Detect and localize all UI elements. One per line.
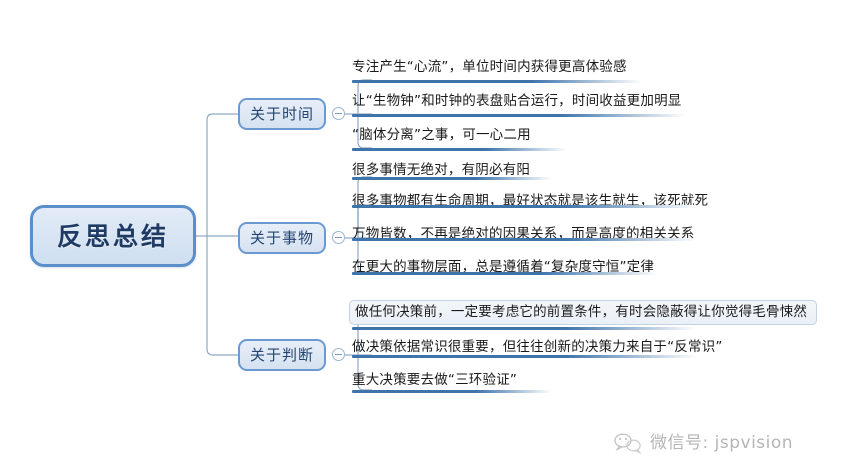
watermark-label: 微信号: jspvision xyxy=(650,432,794,453)
leaf-item-label: 重大决策要去做“三环验证” xyxy=(352,372,518,389)
leaf-underline-0-1 xyxy=(352,114,687,117)
branch-node-guanyu-shiwu[interactable]: 关于事物 xyxy=(238,222,326,254)
leaf-item-label: 在更大的事物层面，总是遵循着“复杂度守恒”定律 xyxy=(352,259,655,276)
leaf-item[interactable]: 重大决策要去做“三环验证” xyxy=(352,368,517,394)
leaf-item[interactable]: 在更大的事物层面，总是遵循着“复杂度守恒”定律 xyxy=(352,255,654,281)
leaf-underline-1-0 xyxy=(352,177,552,180)
leaf-item-label: 做决策依据常识很重要，但往往创新的决策力来自于“反常识” xyxy=(352,339,723,356)
leaf-underline-2-2 xyxy=(352,390,552,393)
leaf-item-label: 做任何决策前，一定要考虑它的前置条件，有时会隐蔽得让你觉得毛骨悚然 xyxy=(355,303,808,320)
root-node-label: 反思总结 xyxy=(56,221,169,251)
leaf-item[interactable]: “脑体分离”之事，可一心二用 xyxy=(352,123,531,149)
leaf-underline-0-2 xyxy=(352,148,567,151)
leaf-item-highlighted[interactable]: 做任何决策前，一定要考虑它的前置条件，有时会隐蔽得让你觉得毛骨悚然 xyxy=(349,300,818,325)
minus-circle-icon[interactable] xyxy=(332,107,345,120)
leaf-item-label: 让“生物钟”和时钟的表盘贴合运行，时间收益更加明显 xyxy=(352,93,682,110)
leaf-underline-1-1 xyxy=(352,205,697,208)
branch-node-label: 关于事物 xyxy=(249,228,314,247)
leaf-item[interactable]: 让“生物钟”和时钟的表盘贴合运行，时间收益更加明显 xyxy=(352,89,682,115)
root-node[interactable]: 反思总结 xyxy=(30,205,196,267)
minus-circle-icon[interactable] xyxy=(332,348,345,361)
leaf-item[interactable]: 很多事物都有生命周期，最好状态就是该生就生，该死就死 xyxy=(352,189,708,215)
leaf-underline-0-0 xyxy=(352,80,642,83)
leaf-item[interactable]: 万物皆数，不再是绝对的因果关系，而是高度的相关关系 xyxy=(352,222,695,248)
minus-circle-icon[interactable] xyxy=(332,231,345,244)
branch-node-label: 关于时间 xyxy=(249,104,314,123)
leaf-underline-2-0 xyxy=(352,327,697,330)
leaf-item-label: “脑体分离”之事，可一心二用 xyxy=(352,127,531,144)
leaf-item[interactable]: 很多事情无绝对，有阴必有阳 xyxy=(352,158,530,184)
leaf-item-label: 很多事情无绝对，有阴必有阳 xyxy=(352,162,531,179)
branch-node-label: 关于判断 xyxy=(249,345,314,364)
watermark: 微信号: jspvision xyxy=(612,432,793,454)
leaf-item[interactable]: 做决策依据常识很重要，但往往创新的决策力来自于“反常识” xyxy=(352,335,723,361)
leaf-item-label: 万物皆数，不再是绝对的因果关系，而是高度的相关关系 xyxy=(352,226,695,243)
leaf-underline-2-1 xyxy=(352,355,697,358)
leaf-item-label: 专注产生“心流”，单位时间内获得更高体验感 xyxy=(352,59,627,76)
leaf-item[interactable]: 专注产生“心流”，单位时间内获得更高体验感 xyxy=(352,55,627,81)
wechat-icon xyxy=(614,433,642,454)
branch-node-guanyu-shijian[interactable]: 关于时间 xyxy=(238,98,326,130)
leaf-underline-1-3 xyxy=(352,272,657,275)
leaf-underline-1-2 xyxy=(352,238,697,241)
branch-node-guanyu-panduan[interactable]: 关于判断 xyxy=(238,339,326,371)
leaf-item-label: 很多事物都有生命周期，最好状态就是该生就生，该死就死 xyxy=(352,193,709,210)
